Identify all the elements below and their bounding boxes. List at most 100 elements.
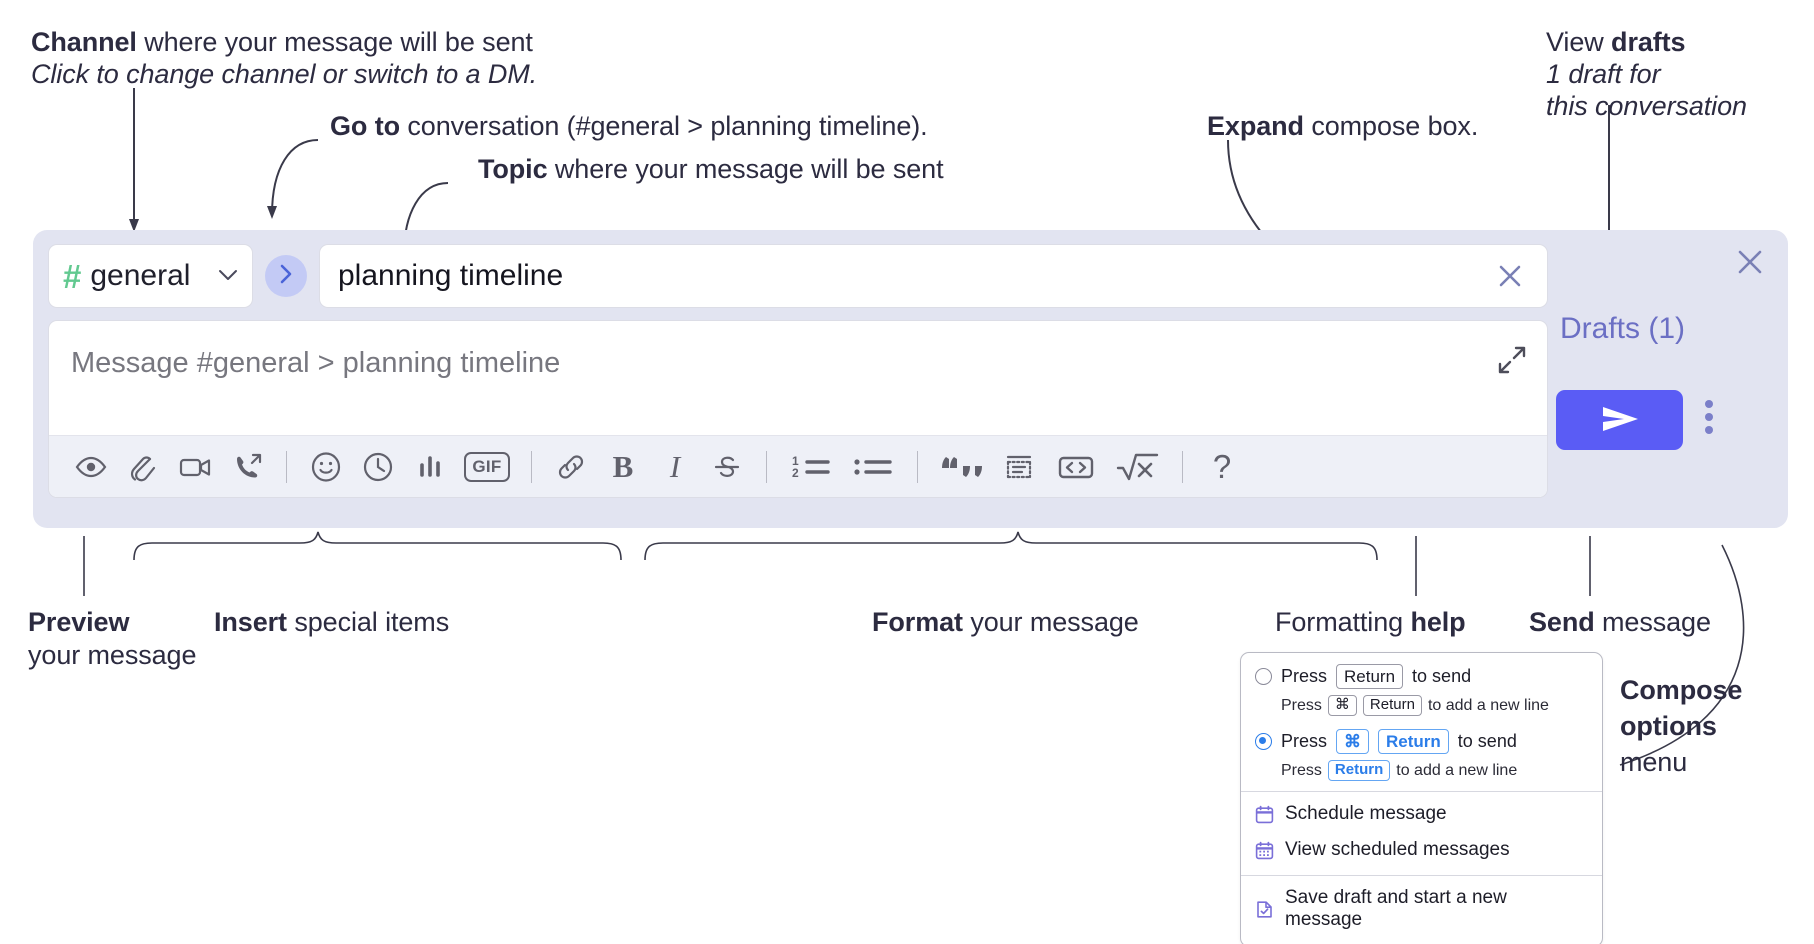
send-option-return-sub: Press ⌘ Return to add a new line bbox=[1281, 695, 1588, 716]
send-button[interactable] bbox=[1556, 390, 1683, 450]
strikethrough-button[interactable] bbox=[701, 441, 753, 493]
annotation-expand: Expand compose box. bbox=[1207, 111, 1479, 141]
toolbar-divider bbox=[531, 450, 532, 483]
option1-post: to send bbox=[1412, 666, 1472, 687]
key-return: Return bbox=[1336, 664, 1404, 690]
inline-code-button[interactable] bbox=[1045, 441, 1107, 493]
menu-item-save-draft[interactable]: Save draft and start a new message bbox=[1241, 876, 1602, 938]
annotation-format: Format your message bbox=[872, 607, 1139, 637]
help-button[interactable]: ? bbox=[1196, 441, 1248, 493]
channel-name-label: general bbox=[90, 259, 191, 292]
radio-return[interactable] bbox=[1255, 668, 1272, 686]
emoji-button[interactable] bbox=[300, 441, 352, 493]
channel-selector[interactable]: # general bbox=[48, 244, 253, 308]
gif-label: GIF bbox=[464, 451, 510, 482]
message-input-box[interactable]: Message #general > planning timeline bbox=[48, 320, 1548, 498]
compose-right-rail: Drafts (1) bbox=[1538, 230, 1788, 528]
menu-item-schedule-message[interactable]: Schedule message bbox=[1241, 792, 1602, 832]
chevron-down-icon bbox=[218, 265, 238, 287]
annotation-drafts-sub1: 1 draft for bbox=[1546, 59, 1661, 89]
key-return: Return bbox=[1378, 729, 1449, 755]
send-option-return[interactable]: Press Return to send bbox=[1255, 664, 1588, 690]
annotation-compose-options-2: options bbox=[1620, 711, 1717, 741]
annotation-topic: Topic where your message will be sent bbox=[478, 154, 944, 184]
send-option-cmd-return-sub: Press Return to add a new line bbox=[1281, 760, 1588, 781]
key-return: Return bbox=[1362, 695, 1422, 716]
message-placeholder: Message #general > planning timeline bbox=[71, 347, 561, 379]
attach-button[interactable] bbox=[117, 441, 169, 493]
toolbar-divider bbox=[286, 450, 287, 483]
formatting-toolbar: GIF B I bbox=[49, 435, 1547, 497]
sub1-pre: Press bbox=[1281, 696, 1322, 714]
poll-button[interactable] bbox=[404, 441, 456, 493]
key-return: Return bbox=[1327, 760, 1391, 781]
close-icon[interactable] bbox=[1734, 246, 1766, 283]
send-paper-plane-icon bbox=[1598, 404, 1642, 437]
toolbar-divider bbox=[1182, 450, 1183, 483]
sub2-pre: Press bbox=[1281, 761, 1322, 779]
draft-section: Save draft and start a new message bbox=[1241, 876, 1602, 944]
menu-item-view-scheduled[interactable]: View scheduled messages bbox=[1241, 832, 1602, 868]
radio-cmd-return[interactable] bbox=[1255, 733, 1272, 751]
schedule-section: Schedule message View scheduled messages bbox=[1241, 792, 1602, 875]
option2-pre: Press bbox=[1281, 731, 1328, 752]
menu-item-label: Save draft and start a new message bbox=[1285, 887, 1507, 930]
link-button[interactable] bbox=[545, 441, 597, 493]
bold-label: B bbox=[612, 448, 634, 484]
ordered-list-button[interactable]: 1 2 bbox=[780, 441, 842, 493]
close-icon[interactable] bbox=[1495, 261, 1531, 291]
dot bbox=[1705, 426, 1713, 434]
sub2-post: to add a new line bbox=[1396, 761, 1518, 779]
preview-button[interactable] bbox=[65, 441, 117, 493]
math-button[interactable] bbox=[1107, 441, 1169, 493]
annotation-compose-options-3: menu bbox=[1620, 747, 1688, 777]
code-block-button[interactable] bbox=[993, 441, 1045, 493]
compose-options-button[interactable] bbox=[1705, 400, 1713, 434]
topic-value: planning timeline bbox=[338, 259, 564, 292]
menu-item-label: Schedule message bbox=[1285, 803, 1447, 824]
annotation-drafts-sub2: this conversation bbox=[1546, 91, 1747, 121]
compose-options-menu: Press Return to send Press ⌘ Return to a… bbox=[1240, 652, 1603, 944]
saved-draft-icon bbox=[1255, 900, 1274, 919]
annotation-insert: Insert special items bbox=[214, 607, 450, 637]
compose-widget: # general planning timeline bbox=[33, 230, 1788, 528]
hash-icon: # bbox=[63, 257, 82, 295]
gif-button[interactable]: GIF bbox=[456, 441, 518, 493]
expand-icon[interactable] bbox=[1497, 345, 1527, 380]
annotation-help: Formatting help bbox=[1275, 607, 1466, 637]
blockquote-button[interactable] bbox=[931, 441, 993, 493]
annotation-compose-options-1: Compose bbox=[1620, 675, 1743, 705]
svg-text:2: 2 bbox=[792, 466, 799, 480]
annotation-preview-sub: your message bbox=[28, 640, 197, 670]
annotation-goto: Go to conversation (#general > planning … bbox=[330, 111, 928, 141]
menu-divider bbox=[1241, 875, 1602, 876]
drafts-link[interactable]: Drafts (1) bbox=[1560, 312, 1686, 345]
annotation-channel-sub: Click to change channel or switch to a D… bbox=[31, 59, 538, 89]
compose-header-row: # general planning timeline bbox=[48, 244, 1548, 308]
topic-input[interactable]: planning timeline bbox=[319, 244, 1548, 308]
option2-post: to send bbox=[1457, 731, 1517, 752]
reminder-button[interactable] bbox=[352, 441, 404, 493]
go-to-conversation-button[interactable] bbox=[265, 255, 307, 297]
dot bbox=[1705, 400, 1713, 408]
calendar-icon bbox=[1255, 805, 1274, 824]
bulleted-list-button[interactable] bbox=[842, 441, 904, 493]
question-mark-icon: ? bbox=[1212, 447, 1232, 485]
menu-item-label: View scheduled messages bbox=[1285, 839, 1510, 860]
annotation-preview: Preview bbox=[28, 607, 130, 637]
video-button[interactable] bbox=[169, 441, 221, 493]
bold-button[interactable]: B bbox=[597, 441, 649, 493]
italic-button[interactable]: I bbox=[649, 441, 701, 493]
svg-text:1: 1 bbox=[792, 454, 799, 468]
dot bbox=[1705, 413, 1713, 421]
chevron-right-icon bbox=[279, 263, 294, 290]
call-button[interactable] bbox=[221, 441, 273, 493]
calendar-grid-icon bbox=[1255, 841, 1274, 860]
send-preference-section: Press Return to send Press ⌘ Return to a… bbox=[1241, 653, 1602, 791]
sub1-post: to add a new line bbox=[1427, 696, 1549, 714]
annotation-send: Send message bbox=[1529, 607, 1711, 637]
option1-pre: Press bbox=[1281, 666, 1328, 687]
annotation-channel: Channel where your message will be sent bbox=[31, 27, 533, 57]
annotation-drafts: View drafts bbox=[1546, 27, 1686, 57]
send-option-cmd-return[interactable]: Press ⌘ Return to send bbox=[1255, 729, 1588, 755]
